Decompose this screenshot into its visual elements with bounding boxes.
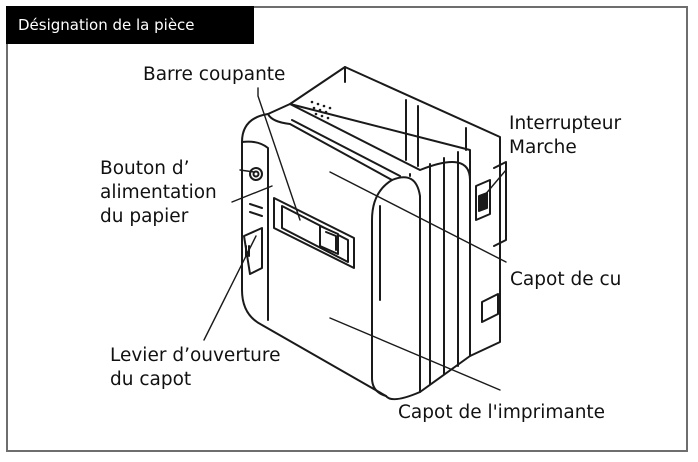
power-switch [475, 161, 507, 323]
leader-power-switch [483, 169, 507, 197]
cover-open-lever [243, 227, 263, 275]
leader-feed-button [239, 169, 255, 173]
leader-feed-button-2 [231, 185, 273, 203]
label-power-switch-line1: Interrupteur [509, 113, 622, 134]
section-title: Désignation de la pièce [6, 6, 254, 44]
paper-feed-button [249, 167, 263, 217]
cutter-slot [273, 197, 355, 269]
label-printer-cover: Capot de l'imprimante [398, 402, 606, 423]
leader-cutter-cover [329, 171, 507, 263]
label-cutter-bar: Barre coupante [143, 64, 286, 85]
label-feed-button-line2: alimentation [100, 182, 217, 203]
leader-printer-cover [329, 317, 501, 391]
label-feed-button-line1: Bouton d’ [100, 158, 190, 179]
leader-cover-lever [203, 235, 257, 341]
printer-back-box [289, 66, 501, 357]
label-cover-lever-line2: du capot [110, 369, 192, 390]
label-feed-button-line3: du papier [100, 206, 189, 227]
label-power-switch-line2: Marche [509, 137, 577, 158]
leader-lines [203, 87, 507, 391]
leader-cutter-bar [257, 87, 301, 221]
printer-body [241, 103, 471, 401]
label-cover-lever-line1: Levier d’ouverture [110, 345, 281, 366]
vent-grille-icon [310, 100, 332, 120]
label-cutter-cover: Capot de cu [510, 269, 622, 290]
